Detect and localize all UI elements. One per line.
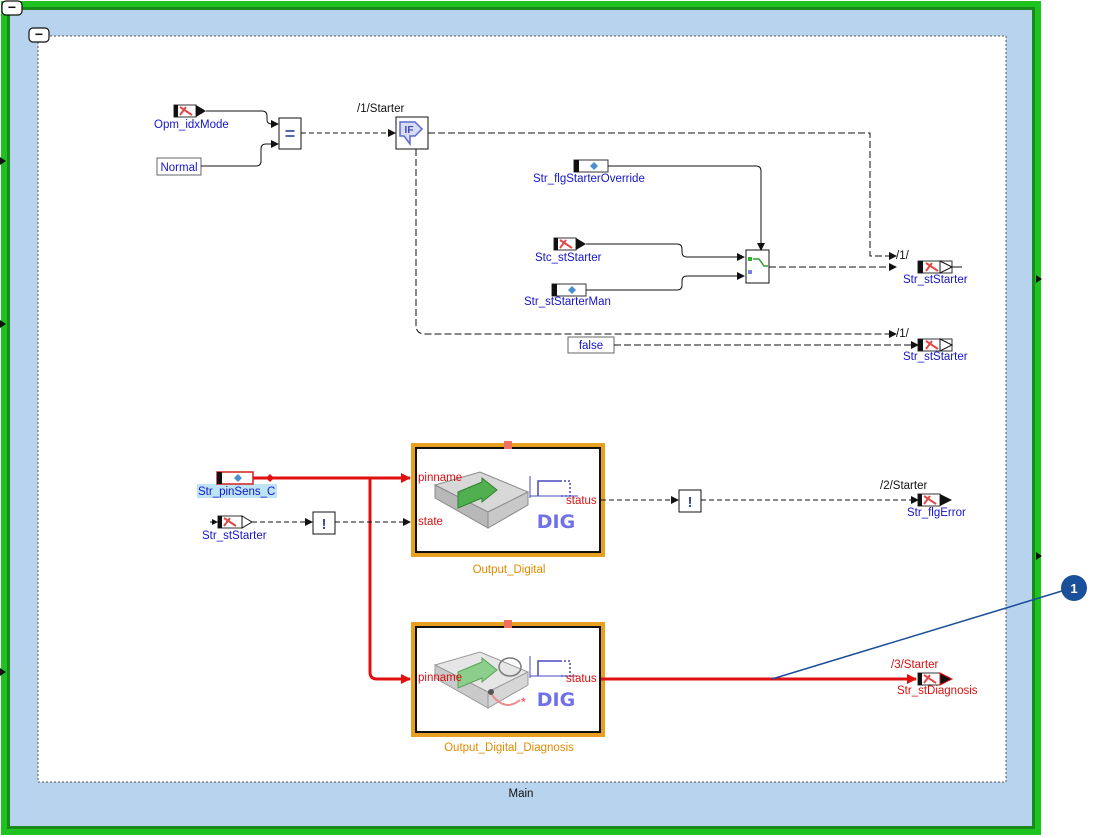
wire-if-else — [415, 149, 897, 338]
wire-normal-to-eq — [201, 140, 279, 167]
block-top-port — [504, 620, 512, 628]
wire-stc-to-switch — [586, 243, 745, 261]
collapse-main-symbol: − — [35, 26, 43, 42]
label-stdiagnosis: Str_stDiagnosis — [897, 685, 978, 697]
wire-if-then — [428, 132, 897, 260]
output-diagnosis-title: Output_Digital_Diagnosis — [444, 742, 574, 754]
label-out2-ststarter: Str_stStarter — [903, 351, 968, 363]
pinsens-label-highlight — [197, 484, 277, 498]
diagnosis-tag: /3/Starter — [891, 659, 938, 671]
diagnosis-mark: * — [521, 695, 526, 709]
const-false-label: false — [579, 340, 603, 352]
edge-port-arrow — [1036, 552, 1042, 560]
wire-opm-to-eq — [206, 110, 279, 128]
flgerror-tag: /2/Starter — [880, 480, 927, 492]
switch-block[interactable] — [745, 249, 770, 284]
out1-tag: /1/ — [896, 250, 910, 262]
if-block-label: /1/Starter — [357, 103, 404, 115]
signal-flg-starter-override[interactable] — [573, 159, 609, 173]
output-digital-port-state: state — [418, 516, 443, 528]
signal-stdiagnosis[interactable] — [917, 672, 954, 686]
output-diagnosis-port-status: status — [566, 673, 597, 685]
signal-out1-ststarter[interactable] — [917, 260, 962, 274]
output-diagnosis-port-pinname: pinname — [418, 672, 462, 684]
callout-badge: 1 — [1061, 575, 1087, 601]
equals-symbol: = — [285, 124, 296, 144]
signal-stc-ststarter[interactable] — [553, 237, 586, 251]
not-block-1[interactable]: ! — [312, 511, 336, 535]
output-digital-port-pinname: pinname — [418, 472, 462, 484]
label-stc-ststarter: Stc_stStarter — [535, 252, 602, 264]
wire-man-to-switch — [586, 272, 745, 291]
equals-block[interactable]: = — [278, 117, 302, 150]
main-subsystem-label: Main — [509, 788, 534, 800]
not-symbol-2: ! — [688, 494, 693, 511]
signal-ststarter-in[interactable] — [210, 515, 253, 529]
if-block[interactable]: IF — [395, 116, 429, 150]
label-opm-idxmode: Opm_idxMode — [154, 119, 229, 131]
const-normal[interactable]: Normal — [156, 157, 202, 176]
callout-number: 1 — [1070, 581, 1077, 596]
wire-pinsens-to-output-diagnosis — [368, 478, 411, 684]
output-digital-badge: DIG — [537, 511, 575, 533]
signal-opm-idxmode[interactable] — [173, 104, 206, 118]
not-block-2[interactable]: ! — [678, 489, 702, 513]
output-digital-port-status: status — [566, 495, 597, 507]
collapse-outer-button[interactable]: − — [1, 0, 23, 16]
edge-port-arrow — [1036, 275, 1042, 283]
collapse-outer-symbol: − — [8, 0, 16, 15]
out2-tag: /1/ — [896, 328, 910, 340]
block-top-port — [504, 441, 512, 449]
wire-override-to-switch — [608, 165, 765, 251]
signal-pinsens[interactable] — [216, 471, 254, 485]
signal-flgerror[interactable] — [917, 493, 952, 507]
edge-port-arrow — [0, 320, 6, 328]
label-out1-ststarter: Str_stStarter — [903, 274, 968, 286]
callout-leader-line — [771, 590, 1063, 680]
label-flg-starter-override: Str_flgStarterOverride — [533, 173, 645, 185]
signal-str-ststarterman[interactable] — [551, 283, 587, 297]
edge-port-arrow — [0, 157, 6, 165]
if-block-text: IF — [405, 125, 414, 136]
output-digital-block[interactable]: DIG pinname state status — [411, 441, 605, 557]
output-digital-diagnosis-block[interactable]: * DIG pinname status — [411, 620, 605, 737]
label-str-ststarterman: Str_stStarterMan — [524, 296, 611, 308]
label-flgerror: Str_flgError — [907, 507, 966, 519]
label-pinsens: Str_pinSens_C — [198, 486, 275, 498]
output-digital-title: Output_Digital — [473, 564, 546, 576]
const-false[interactable]: false — [567, 336, 615, 354]
output-diagnosis-badge: DIG — [537, 689, 575, 711]
collapse-main-button[interactable]: − — [28, 26, 50, 43]
not-symbol-1: ! — [322, 516, 327, 533]
signal-out2-ststarter[interactable] — [917, 338, 954, 352]
label-ststarter-in: Str_stStarter — [202, 530, 267, 542]
edge-port-arrow — [0, 668, 6, 676]
const-normal-label: Normal — [160, 162, 197, 174]
